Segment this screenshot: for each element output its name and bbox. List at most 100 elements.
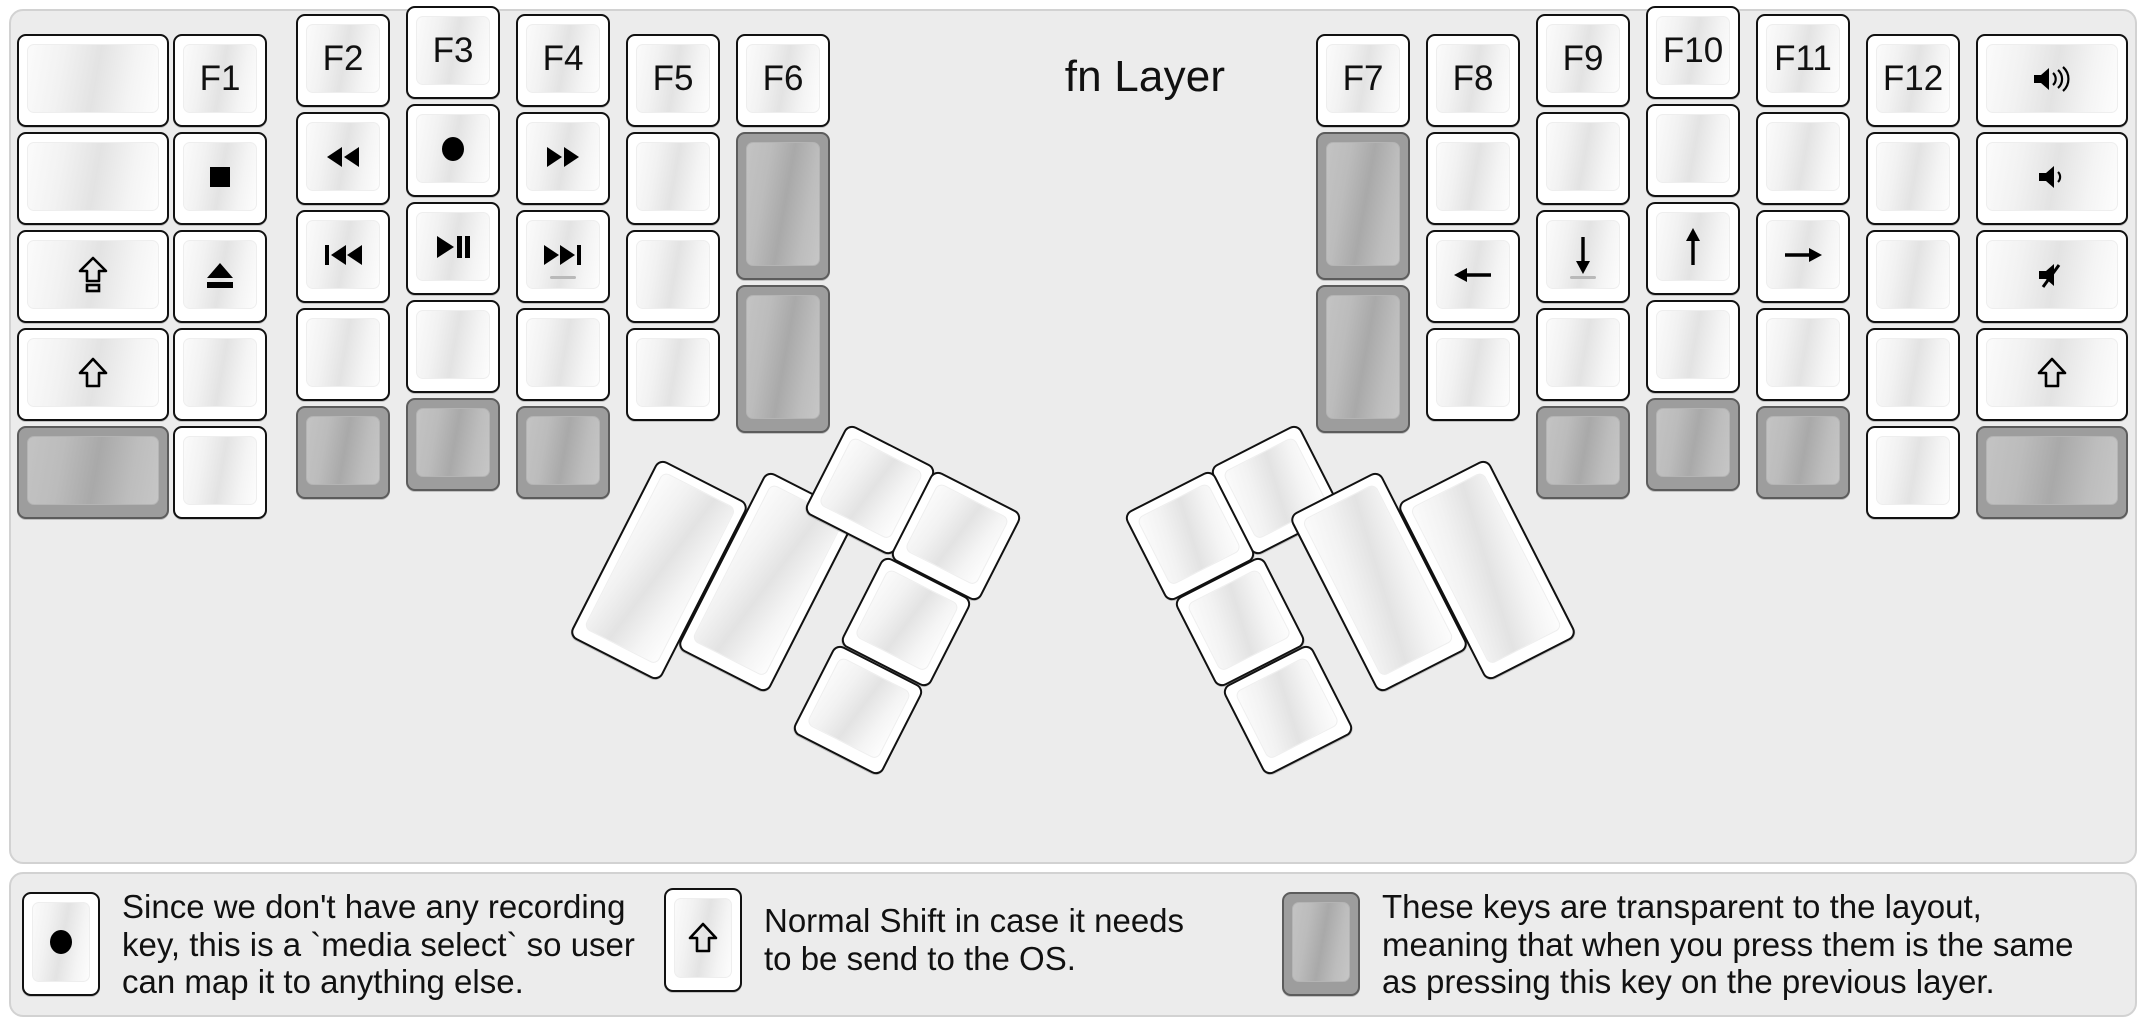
key-right-col-index-r2[interactable] bbox=[1536, 210, 1630, 303]
key-right-col-pinky-outer-r3[interactable] bbox=[1976, 328, 2128, 421]
key-left-col-far-inner-r0[interactable]: F6 bbox=[736, 34, 830, 127]
key-left-col-middle-r2[interactable] bbox=[406, 202, 500, 295]
key-right-col-index-inner-r2[interactable] bbox=[1426, 230, 1520, 323]
legend-item-2: These keys are transparent to the layout… bbox=[1282, 888, 2074, 1001]
key-left-col-ring-r4[interactable] bbox=[296, 406, 390, 499]
key-face bbox=[1986, 142, 2118, 211]
key-right-col-index-r3[interactable] bbox=[1536, 308, 1630, 401]
shift-icon bbox=[688, 921, 718, 955]
key-left-col-index-r0[interactable]: F4 bbox=[516, 14, 610, 107]
key-left-col-pinky-r2[interactable] bbox=[173, 230, 267, 323]
arrow-right-icon bbox=[1782, 242, 1824, 268]
key-left-col-ring-r0[interactable]: F2 bbox=[296, 14, 390, 107]
key-left-col-pinky-outer-r2[interactable] bbox=[17, 230, 169, 323]
key-left-col-middle-r4[interactable] bbox=[406, 398, 500, 491]
key-left-col-far-inner-r2[interactable] bbox=[736, 285, 830, 433]
key-left-col-pinky-outer-r1[interactable] bbox=[17, 132, 169, 225]
key-cap bbox=[516, 406, 610, 499]
key-right-col-pinky-outer-r2[interactable] bbox=[1976, 230, 2128, 323]
key-right-col-far-inner-r2[interactable] bbox=[1316, 285, 1410, 433]
key-left-col-far-inner-r1[interactable] bbox=[736, 132, 830, 280]
key-right-col-index-inner-r3[interactable] bbox=[1426, 328, 1520, 421]
key-left-col-index-r2[interactable] bbox=[516, 210, 610, 303]
legend-key-2[interactable] bbox=[1282, 892, 1360, 997]
key-left-col-pinky-outer-r4[interactable] bbox=[17, 426, 169, 519]
key-left-col-middle-r0[interactable]: F3 bbox=[406, 6, 500, 99]
media-stop-icon bbox=[205, 162, 235, 192]
key-left-col-pinky-r4[interactable] bbox=[173, 426, 267, 519]
legend-item-0: Since we don't have any recording key, t… bbox=[22, 888, 635, 1001]
key-right-col-index-r4[interactable] bbox=[1536, 406, 1630, 499]
key-left-col-middle-r3[interactable] bbox=[406, 300, 500, 393]
key-cap: F7 bbox=[1316, 34, 1410, 127]
key-left-col-index-r1[interactable] bbox=[516, 112, 610, 205]
key-right-col-middle-r3[interactable] bbox=[1646, 300, 1740, 393]
key-right-col-middle-r2[interactable] bbox=[1646, 202, 1740, 295]
key-cap bbox=[1646, 202, 1740, 295]
key-face bbox=[1436, 240, 1510, 309]
key-right-col-ring-r0[interactable]: F11 bbox=[1756, 14, 1850, 107]
media-record-icon bbox=[436, 132, 470, 166]
key-label: F10 bbox=[1662, 31, 1724, 70]
key-left-col-ring-r3[interactable] bbox=[296, 308, 390, 401]
key-right-col-far-inner-r0[interactable]: F7 bbox=[1316, 34, 1410, 127]
key-right-col-pinky-r0[interactable]: F12 bbox=[1866, 34, 1960, 127]
key-left-col-middle-r1[interactable] bbox=[406, 104, 500, 197]
key-label: F12 bbox=[1882, 59, 1944, 98]
key-left-col-index-inner-r3[interactable] bbox=[626, 328, 720, 421]
key-cap bbox=[296, 406, 390, 499]
key-right-col-middle-r4[interactable] bbox=[1646, 398, 1740, 491]
key-cap: F2 bbox=[296, 14, 390, 107]
key-left-col-index-r4[interactable] bbox=[516, 406, 610, 499]
key-left-col-pinky-outer-r3[interactable] bbox=[17, 328, 169, 421]
key-left-col-pinky-r0[interactable]: F1 bbox=[173, 34, 267, 127]
key-right-col-index-r0[interactable]: F9 bbox=[1536, 14, 1630, 107]
key-label: F3 bbox=[432, 31, 474, 70]
key-right-col-index-inner-r0[interactable]: F8 bbox=[1426, 34, 1520, 127]
key-cap bbox=[1756, 112, 1850, 205]
key-right-col-ring-r2[interactable] bbox=[1756, 210, 1850, 303]
legend-key-1[interactable] bbox=[664, 888, 742, 992]
key-right-col-pinky-r1[interactable] bbox=[1866, 132, 1960, 225]
key-face bbox=[1986, 44, 2118, 113]
key-left-col-ring-r1[interactable] bbox=[296, 112, 390, 205]
key-face bbox=[416, 114, 490, 183]
key-right-col-pinky-outer-r4[interactable] bbox=[1976, 426, 2128, 519]
key-cap bbox=[17, 230, 169, 323]
key-right-col-ring-r1[interactable] bbox=[1756, 112, 1850, 205]
key-right-col-ring-r3[interactable] bbox=[1756, 308, 1850, 401]
key-right-col-pinky-r2[interactable] bbox=[1866, 230, 1960, 323]
key-cap bbox=[626, 230, 720, 323]
key-right-col-middle-r0[interactable]: F10 bbox=[1646, 6, 1740, 99]
key-left-col-index-inner-r1[interactable] bbox=[626, 132, 720, 225]
key-right-col-index-r1[interactable] bbox=[1536, 112, 1630, 205]
key-right-col-pinky-r4[interactable] bbox=[1866, 426, 1960, 519]
key-left-col-ring-r2[interactable] bbox=[296, 210, 390, 303]
key-cap: F8 bbox=[1426, 34, 1520, 127]
key-right-col-index-inner-r1[interactable] bbox=[1426, 132, 1520, 225]
key-cap bbox=[1976, 34, 2128, 127]
key-left-col-pinky-r3[interactable] bbox=[173, 328, 267, 421]
key-cap: F9 bbox=[1536, 14, 1630, 107]
key-right-col-pinky-outer-r1[interactable] bbox=[1976, 132, 2128, 225]
key-label: F4 bbox=[542, 39, 584, 78]
key-right-col-middle-r1[interactable] bbox=[1646, 104, 1740, 197]
key-left-col-index-inner-r0[interactable]: F5 bbox=[626, 34, 720, 127]
legend-text: Normal Shift in case it needs to be send… bbox=[764, 902, 1185, 977]
key-right-col-pinky-outer-r0[interactable] bbox=[1976, 34, 2128, 127]
key-right-col-pinky-r3[interactable] bbox=[1866, 328, 1960, 421]
key-label: F1 bbox=[199, 59, 241, 98]
key-right-col-ring-r4[interactable] bbox=[1756, 406, 1850, 499]
key-left-col-pinky-r1[interactable] bbox=[173, 132, 267, 225]
key-face: F2 bbox=[306, 24, 380, 93]
key-right-col-far-inner-r1[interactable] bbox=[1316, 132, 1410, 280]
key-cap bbox=[1536, 112, 1630, 205]
key-left-col-pinky-outer-r0[interactable] bbox=[17, 34, 169, 127]
key-cap: F11 bbox=[1756, 14, 1850, 107]
key-left-col-index-r3[interactable] bbox=[516, 308, 610, 401]
key-left-col-index-inner-r2[interactable] bbox=[626, 230, 720, 323]
key-face: F8 bbox=[1436, 44, 1510, 113]
key-face bbox=[416, 408, 490, 477]
legend-key-0[interactable] bbox=[22, 892, 100, 997]
key-cap bbox=[516, 210, 610, 303]
